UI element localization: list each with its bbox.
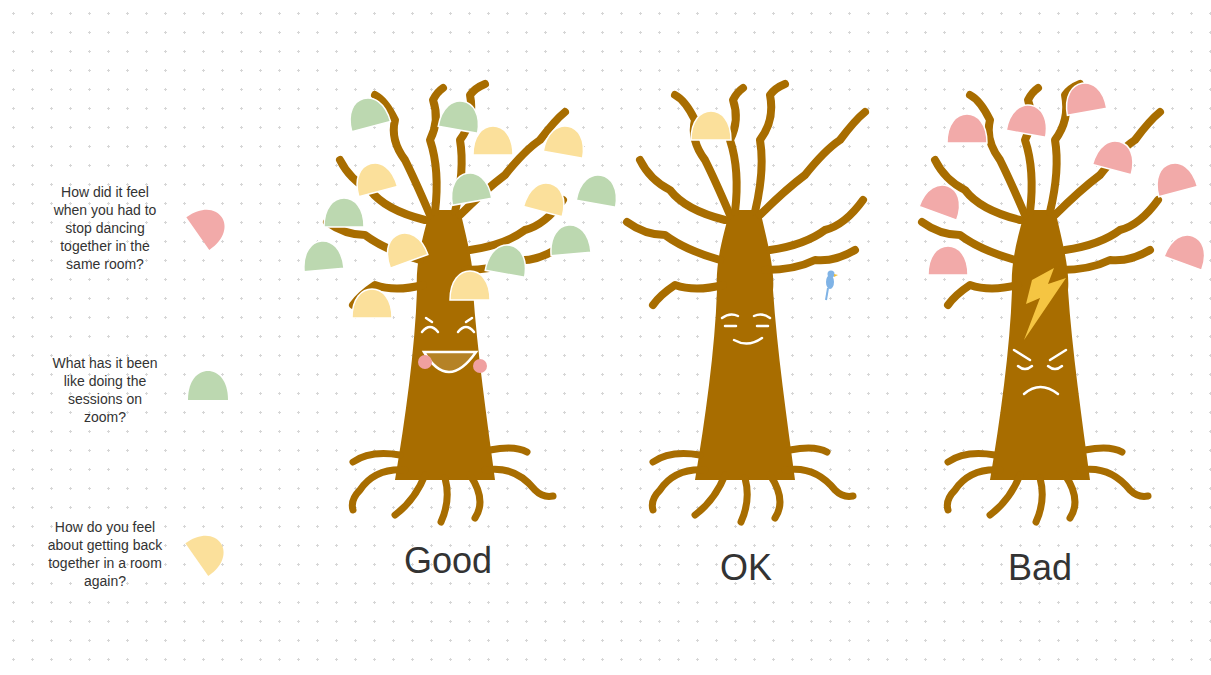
leaf-swatch: [186, 204, 230, 250]
legend-text: How do you feel about getting back toget…: [46, 518, 164, 590]
legend-swatch: [184, 366, 232, 414]
legend-text: What has it been like doing the sessions…: [46, 354, 164, 426]
legend-swatch: [181, 530, 229, 578]
legend-swatch: [182, 204, 230, 252]
legend-text: How did it feel when you had to stop dan…: [46, 183, 164, 273]
leaf-swatch: [185, 530, 229, 576]
tree-label: Bad: [1008, 548, 1072, 588]
tree-label: OK: [720, 548, 772, 588]
leaf-swatch: [188, 371, 228, 400]
tree-label: Good: [404, 541, 492, 581]
